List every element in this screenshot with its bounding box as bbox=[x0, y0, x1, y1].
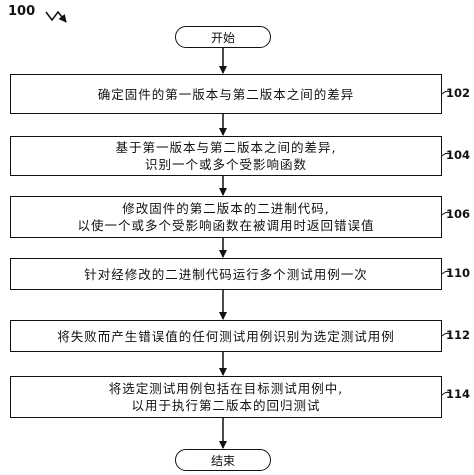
step-text-102: 确定固件的第一版本与第二版本之间的差异 bbox=[97, 86, 355, 102]
start-label: 开始 bbox=[210, 30, 235, 45]
step-text-112: 将失败而产生错误值的任何测试用例识别为选定测试用例 bbox=[57, 328, 395, 344]
ref-leader-106 bbox=[441, 211, 451, 216]
end-label: 结束 bbox=[210, 453, 235, 468]
ref-label-104: 104 bbox=[446, 148, 471, 162]
step-text-114: 将选定测试用例包括在目标测试用例中, 以用于执行第二版本的回归测试 bbox=[108, 381, 344, 413]
step-text-106: 修改固件的第二版本的二进制代码, 以使一个或多个受影响函数在被调用时返回错误值 bbox=[77, 201, 375, 233]
figure-label: 100 bbox=[8, 4, 36, 19]
ref-leader-104 bbox=[441, 152, 451, 157]
ref-leader-114 bbox=[441, 391, 451, 396]
step-box-110: 针对经修改的二进制代码运行多个测试用例一次 bbox=[10, 258, 442, 290]
ref-label-114: 114 bbox=[446, 387, 471, 401]
step-box-114: 将选定测试用例包括在目标测试用例中, 以用于执行第二版本的回归测试 bbox=[10, 376, 442, 418]
ref-leader-110 bbox=[441, 270, 451, 275]
ref-label-102: 102 bbox=[446, 86, 471, 100]
ref-label-112: 112 bbox=[446, 328, 471, 342]
end-terminal: 结束 bbox=[175, 449, 271, 471]
figure-pointer-arrow bbox=[45, 10, 67, 23]
ref-leader-112 bbox=[441, 332, 451, 337]
step-box-102: 确定固件的第一版本与第二版本之间的差异 bbox=[10, 74, 442, 114]
ref-label-106: 106 bbox=[446, 207, 471, 221]
start-terminal: 开始 bbox=[175, 26, 271, 48]
step-box-104: 基于第一版本与第二版本之间的差异, 识别一个或多个受影响函数 bbox=[10, 136, 442, 176]
ref-label-110: 110 bbox=[446, 266, 471, 280]
step-text-104: 基于第一版本与第二版本之间的差异, 识别一个或多个受影响函数 bbox=[115, 140, 337, 172]
step-text-110: 针对经修改的二进制代码运行多个测试用例一次 bbox=[84, 266, 368, 282]
step-box-106: 修改固件的第二版本的二进制代码, 以使一个或多个受影响函数在被调用时返回错误值 bbox=[10, 196, 442, 238]
ref-leader-102 bbox=[441, 90, 451, 95]
step-box-112: 将失败而产生错误值的任何测试用例识别为选定测试用例 bbox=[10, 320, 442, 352]
